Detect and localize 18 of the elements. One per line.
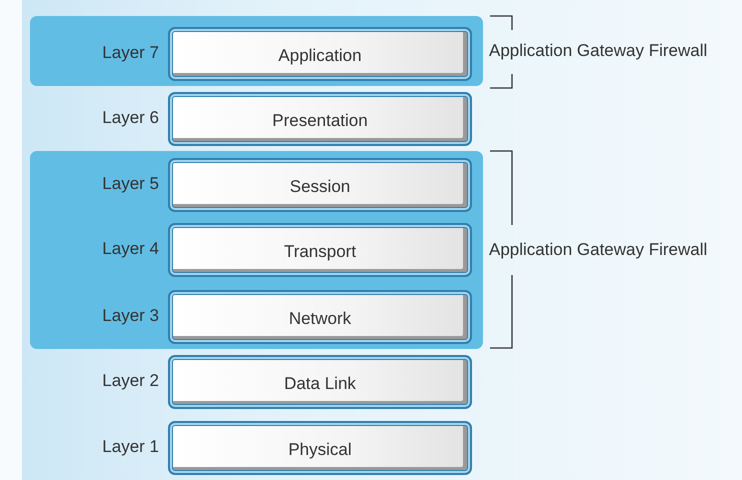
layer-name: Data Link: [284, 374, 356, 394]
layer-name: Presentation: [272, 111, 368, 131]
layer-label: Layer 5: [101, 174, 159, 194]
layer-name: Application: [278, 46, 362, 66]
layer-label: Layer 2: [101, 371, 159, 391]
layer-label: Layer 7: [101, 43, 159, 63]
layer-label: Layer 1: [101, 437, 159, 457]
bracket-label: Application Gateway Firewall: [489, 41, 708, 61]
layer-name: Physical: [288, 440, 352, 460]
layer-group-band: [30, 16, 483, 86]
layer-label: Layer 4: [101, 239, 159, 259]
layer-name: Transport: [284, 242, 356, 262]
layer-group-band: [30, 151, 483, 349]
bracket-label: Application Gateway Firewall: [489, 240, 708, 260]
layer-name: Session: [290, 177, 350, 197]
layer-name: Network: [288, 309, 352, 329]
layer-label: Layer 3: [101, 306, 159, 326]
layer-label: Layer 6: [101, 108, 159, 128]
